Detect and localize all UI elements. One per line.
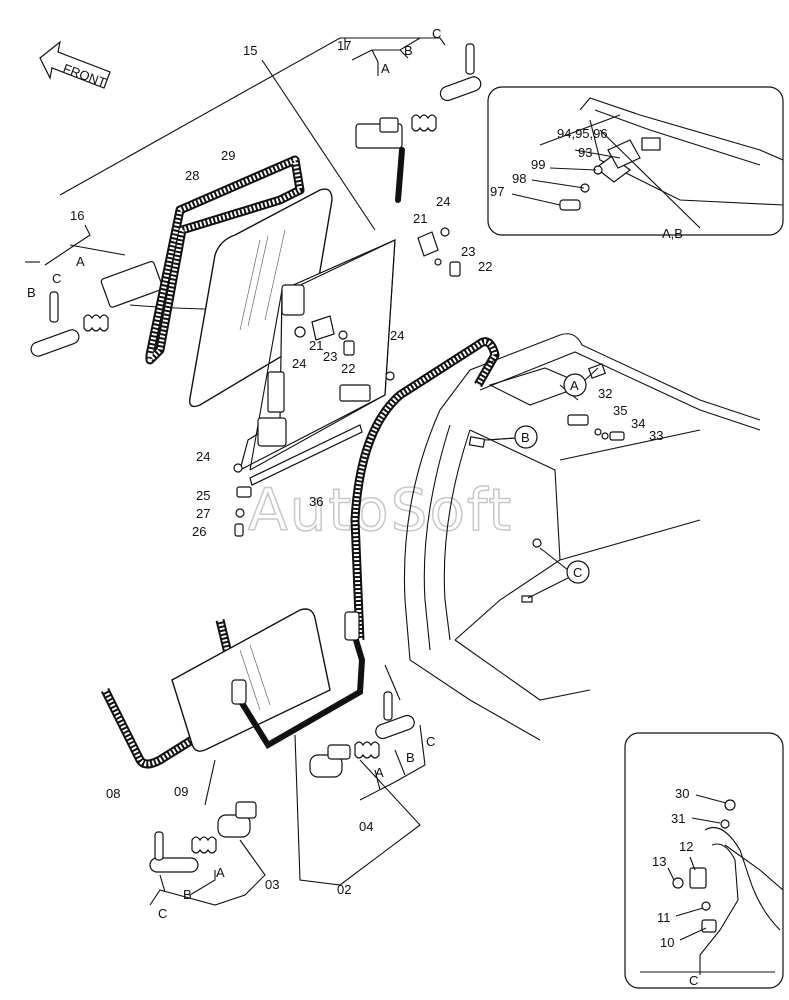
callout-33: 33: [649, 428, 663, 443]
callout-35: 35: [613, 403, 627, 418]
handle-assembly-17: [355, 43, 482, 203]
circle-ref-b: B: [487, 425, 538, 449]
bracket-lines: [25, 37, 446, 266]
inset-ab-label-97: 97: [490, 184, 504, 199]
svg-text:C: C: [573, 565, 582, 580]
callout-04: 04: [359, 819, 373, 834]
front-arrow-icon: FRONT: [39, 40, 111, 90]
callout-22b: 22: [341, 361, 355, 376]
inset-c-label-30: 30: [675, 786, 689, 801]
callout-16: 16: [70, 208, 84, 223]
inset-c-label-11: 11: [657, 910, 671, 925]
callout-24c: 24: [390, 328, 404, 343]
svg-text:C: C: [426, 734, 435, 749]
callout-02: 02: [337, 882, 351, 897]
callout-26: 26: [192, 524, 206, 539]
circle-ref-a: A: [563, 367, 599, 397]
callout-15: 15: [243, 43, 257, 58]
handle-assembly-03: [149, 801, 257, 873]
inset-ab-label-98: 98: [512, 171, 526, 186]
callout-32: 32: [598, 386, 612, 401]
callout-22a: 22: [478, 259, 492, 274]
svg-text:B: B: [406, 750, 415, 765]
svg-text:A: A: [76, 254, 85, 269]
inset-c-caption: C: [689, 973, 698, 988]
inset-ab-label-93: 93: [578, 145, 592, 160]
callout-34: 34: [631, 416, 645, 431]
door-seal-28: [145, 155, 305, 365]
watermark-text: AutoSoft: [248, 476, 513, 544]
callout-21a: 21: [413, 211, 427, 226]
inset-ab-label-99: 99: [531, 157, 545, 172]
callout-08: 08: [106, 786, 120, 801]
inset-ab-caption: A,B: [662, 226, 683, 241]
svg-text:B: B: [404, 43, 413, 58]
callout-36: 36: [309, 494, 323, 509]
lower-bracket-lines: [149, 724, 426, 906]
callout-17: 17: [337, 38, 351, 53]
svg-text:A: A: [570, 378, 579, 393]
lower-door-parts: [100, 608, 401, 806]
svg-text:C: C: [432, 26, 441, 41]
cab-body: [403, 333, 761, 741]
svg-text:B: B: [183, 887, 192, 902]
frame-hardware: [233, 227, 461, 537]
callout-24a: 24: [436, 194, 450, 209]
letter-labels: A B C A C B A B C A B C: [27, 26, 441, 921]
svg-text:A: A: [375, 765, 384, 780]
callout-23b: 23: [323, 349, 337, 364]
cab-door-seal: [350, 337, 500, 641]
inset-c-label-13: 13: [652, 854, 666, 869]
callout-25: 25: [196, 488, 210, 503]
callout-28: 28: [185, 168, 199, 183]
callout-09: 09: [174, 784, 188, 799]
door-frame-15: [239, 239, 396, 472]
inset-c: 30 31 13 12 11 10 C: [624, 732, 784, 989]
callout-27: 27: [196, 506, 210, 521]
inset-c-label-12: 12: [679, 839, 693, 854]
circle-ref-c: C: [566, 560, 590, 584]
callout-labels: 17 15 16 28 29 21 24 23 22 21 23 22 24 2…: [70, 38, 663, 897]
svg-text:C: C: [158, 906, 167, 921]
handle-assembly-16: [30, 260, 271, 357]
rail-36: [249, 424, 363, 486]
callout-24d: 24: [196, 449, 210, 464]
svg-text:B: B: [521, 430, 530, 445]
callout-24b: 24: [292, 356, 306, 371]
callout-21b: 21: [309, 338, 323, 353]
callout-03: 03: [265, 877, 279, 892]
callout-23a: 23: [461, 244, 475, 259]
inset-ab-label-94: 94,95,96: [557, 126, 608, 141]
svg-text:A: A: [216, 865, 225, 880]
inset-c-label-10: 10: [660, 935, 674, 950]
svg-text:B: B: [27, 285, 36, 300]
inset-c-label-31: 31: [671, 811, 685, 826]
handle-assembly-04: [309, 691, 415, 778]
svg-text:A: A: [381, 61, 390, 76]
svg-text:C: C: [52, 271, 61, 286]
callout-29: 29: [221, 148, 235, 163]
inset-a-b: 94,95,96 93 99 98 97 A,B: [487, 86, 784, 241]
